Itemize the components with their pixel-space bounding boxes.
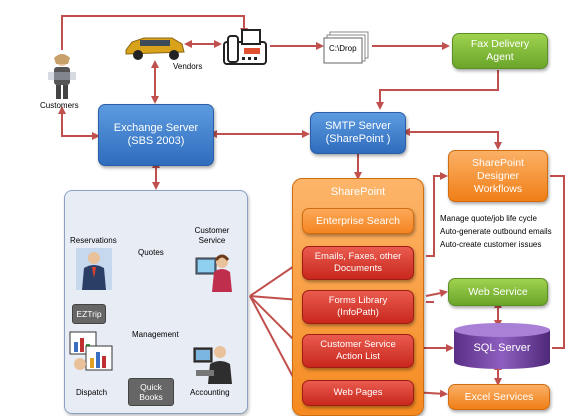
dispatch-charts-icon bbox=[68, 330, 116, 374]
sql-server-label: SQL Server bbox=[473, 342, 531, 354]
customers-label: Customers bbox=[40, 101, 79, 110]
sharepoint-designer-workflows-box: SharePoint Designer Workflows bbox=[448, 150, 548, 202]
workflow-note: Manage quote/job life cycle bbox=[440, 214, 537, 223]
forms-library-box: Forms Library (InfoPath) bbox=[302, 290, 414, 324]
enterprise-search-box: Enterprise Search bbox=[302, 208, 414, 234]
fax-delivery-agent-box: Fax Delivery Agent bbox=[452, 33, 548, 69]
exchange-server-box: Exchange Server (SBS 2003) bbox=[98, 104, 214, 166]
quotes-label: Quotes bbox=[138, 248, 164, 257]
documents-icon bbox=[322, 30, 372, 64]
sharepoint-title: SharePoint bbox=[330, 186, 386, 198]
reservations-label: Reservations bbox=[70, 236, 117, 245]
customer-service-label: Customer Service bbox=[194, 226, 230, 245]
limousine-icon bbox=[122, 28, 188, 64]
action-list-box: Customer Service Action List bbox=[302, 334, 414, 368]
workflow-note: Auto-create customer issues bbox=[440, 240, 542, 249]
workflow-notes: Manage quote/job life cycle Auto-generat… bbox=[440, 212, 566, 251]
customer-person-icon bbox=[44, 52, 80, 100]
call-center-agent-icon bbox=[192, 248, 234, 292]
businessman-icon bbox=[76, 248, 112, 290]
smtp-server-box: SMTP Server (SharePoint ) bbox=[310, 112, 406, 154]
excel-services-box: Excel Services bbox=[448, 384, 550, 410]
eztrip-box: EZTrip bbox=[72, 304, 106, 324]
drop-folder-label: C:\Drop bbox=[329, 44, 357, 53]
vendors-label: Vendors bbox=[173, 62, 203, 71]
workflow-note: Auto-generate outbound emails bbox=[440, 227, 552, 236]
management-label: Management bbox=[132, 330, 179, 339]
dispatch-label: Dispatch bbox=[76, 388, 108, 397]
sql-server-cylinder: SQL Server bbox=[452, 322, 552, 370]
accountant-icon bbox=[192, 342, 234, 384]
quickbooks-box: Quick Books bbox=[128, 378, 174, 406]
fax-machine-icon bbox=[222, 28, 268, 68]
accounting-label: Accounting bbox=[190, 388, 230, 397]
web-service-box: Web Service bbox=[448, 278, 548, 306]
web-pages-box: Web Pages bbox=[302, 380, 414, 406]
documents-library-box: Emails, Faxes, other Documents bbox=[302, 246, 414, 280]
